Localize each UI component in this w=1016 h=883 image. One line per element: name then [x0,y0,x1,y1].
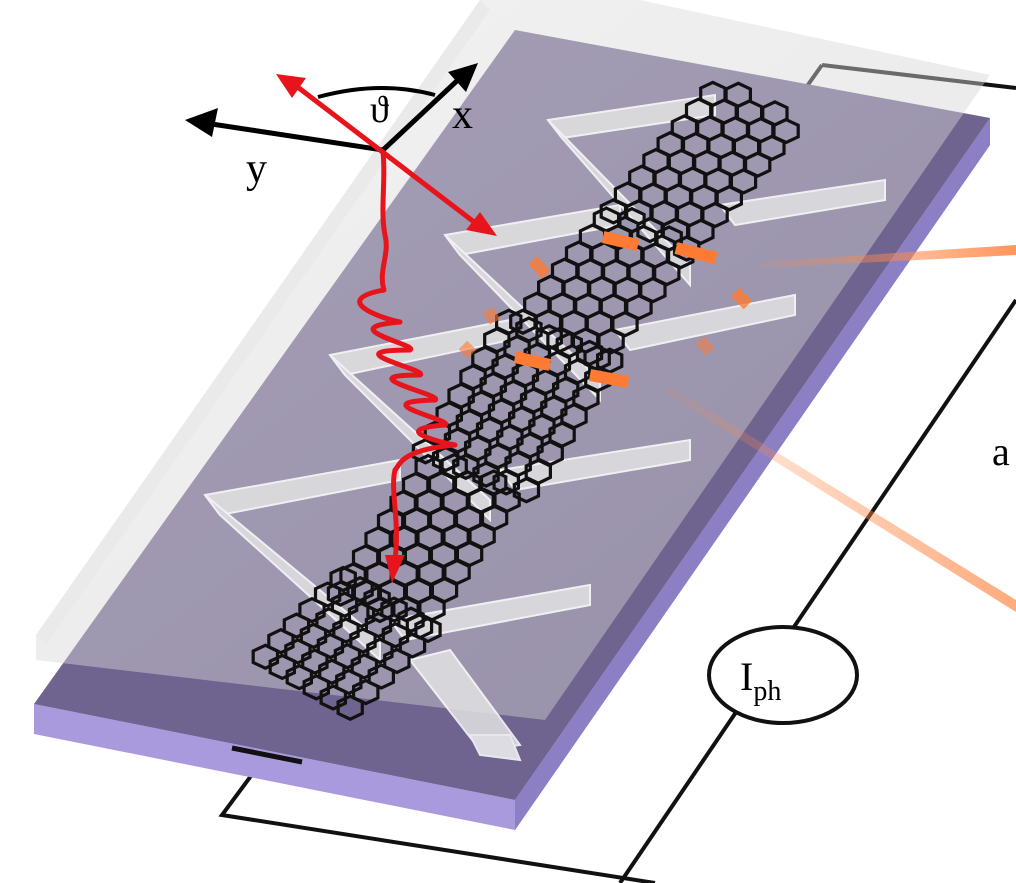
ribbon-contact [231,745,303,765]
carbon-hexagon [535,324,563,351]
theta-label: ϑ [370,89,389,131]
carbon-hexagon [414,453,442,481]
light-wave-icon [357,151,458,583]
y-axis-label: y [246,146,267,192]
a-label: a [992,429,1010,474]
x-axis-label: x [452,92,473,138]
carbon-hexagon [414,616,442,644]
polarization-arrow [276,74,497,236]
carbon-hexagon [493,486,521,514]
carbon-hexagon [380,596,408,623]
carbon-hexagon [772,117,800,145]
carbon-hexagon [515,316,543,343]
carbon-hexagon [329,565,357,593]
carbon-hexagon [453,470,482,497]
carbon-hexagon [595,347,624,374]
carbon-hexagon [363,586,391,613]
current-label: Iph [740,654,781,707]
carbon-hexagon [555,331,584,359]
coordinate-axes [185,63,478,153]
ammeter-icon: Iph [707,625,859,725]
focus-highlight [458,231,1016,612]
